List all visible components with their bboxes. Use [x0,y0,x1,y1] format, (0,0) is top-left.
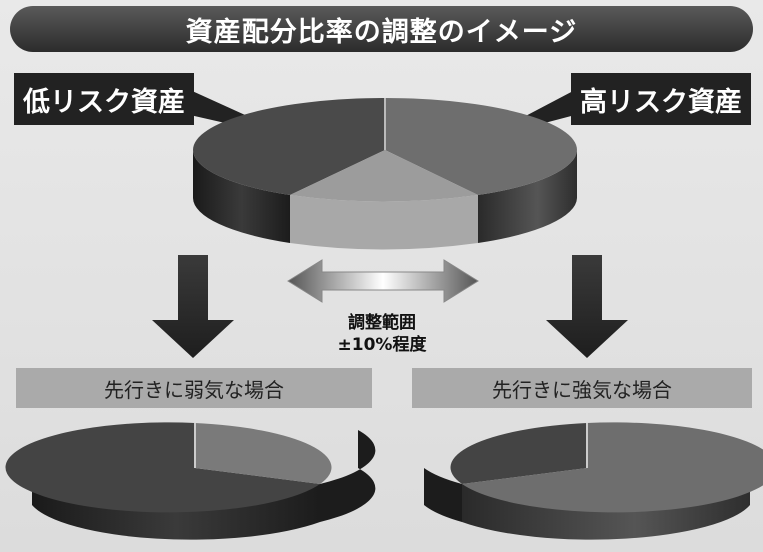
strong-pie-side-left [424,468,462,522]
strong-case-bar: 先行きに強気な場合 [412,368,752,408]
top-pie [193,98,577,250]
top-pie-side-left [193,150,290,243]
title-text: 資産配分比率の調整のイメージ [185,16,578,48]
weak-pie [5,422,376,540]
title-bar: 資産配分比率の調整のイメージ [10,6,753,52]
weak-case-text: 先行きに弱気な場合 [104,377,284,402]
down-arrow-right [546,255,628,358]
weak-case-bar: 先行きに弱気な場合 [16,368,372,408]
weak-pie-high-risk-slice [195,423,332,484]
down-arrow-left [152,255,234,358]
weak-pie-low-risk-slice [5,422,321,513]
strong-pie-low-risk-slice [450,423,587,484]
top-pie-low-risk-slice [193,98,385,195]
strong-pie [424,422,763,540]
top-pie-high-risk-slice [385,98,577,195]
top-pie-side-right [478,150,577,243]
top-pie-side-adjust [290,195,478,250]
low-risk-label: 低リスク資産 [14,73,194,125]
strong-pie-high-risk-slice [462,422,763,513]
high-risk-label: 高リスク資産 [571,73,751,125]
adjustment-range-line2: ±10%程度 [337,335,427,355]
top-pie-adjust-slice [290,150,478,202]
adjustment-range-line1: 調整範囲 [348,313,416,333]
low-risk-label-text: 低リスク資産 [23,86,185,118]
weak-pie-side-right [320,430,376,522]
adjust-double-arrow [287,259,479,303]
strong-case-text: 先行きに強気な場合 [492,377,672,402]
adjustment-range: 調整範囲 ±10%程度 [300,312,464,356]
high-risk-label-text: 高リスク資産 [580,86,742,118]
